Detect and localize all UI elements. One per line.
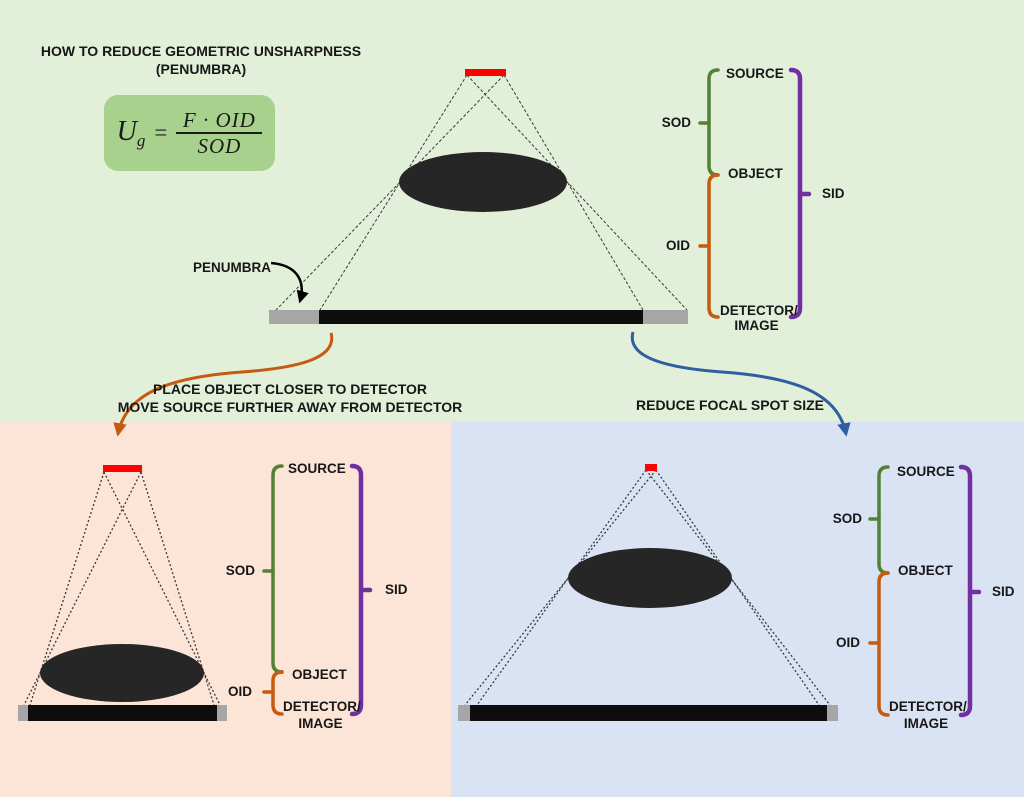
top-detector-label-line2: IMAGE [734,318,779,333]
left-focal-spot-source [103,465,142,472]
title-line-2: (PENUMBRA) [155,61,247,77]
left-oid-label: OID [227,684,252,699]
formula-numerator: F · OID [182,108,256,132]
left-beam-rays [23,471,221,706]
left-instruction-text: PLACE OBJECT CLOSER TO DETECTOR MOVE SOU… [90,381,490,416]
formula-denominator: SOD [197,134,242,158]
left-sid-label: SID [385,582,408,597]
formula-equals: = [154,120,168,145]
penumbra-pointer-arrow [270,261,309,304]
left-detector-bar [28,705,217,721]
right-instruction-text: REDUCE FOCAL SPOT SIZE [610,397,850,415]
right-sod-label: SOD [832,511,862,526]
top-xray-diagram [269,67,812,324]
formula-fraction-bar [176,132,263,134]
left-sod-label: SOD [225,563,255,578]
left-panel-background [0,421,451,797]
penumbra-label: PENUMBRA [193,260,272,275]
right-xray-diagram [458,464,982,721]
left-object-label: OBJECT [292,667,347,682]
right-detector-label-line2: IMAGE [903,716,949,731]
right-focal-spot-source [645,464,657,471]
top-sid-label: SID [822,186,845,201]
left-instruction-line1: PLACE OBJECT CLOSER TO DETECTOR [152,381,428,397]
top-beam-rays [275,74,688,311]
left-detector-label-line1: DETECTOR/ [283,699,361,714]
right-object-ellipse [568,548,732,608]
right-source-label: SOURCE [897,464,955,479]
formula-lhs: Ug [117,116,146,151]
top-source-label: SOURCE [726,66,784,81]
top-object-ellipse [399,152,567,212]
left-xray-diagram [18,463,373,721]
formula-fraction: F · OID SOD [176,108,263,158]
left-instruction-line2: MOVE SOURCE FURTHER AWAY FROM DETECTOR [117,398,463,415]
right-sid-label: SID [992,584,1015,599]
top-focal-spot-source [465,69,506,76]
formula-subscript: g [136,130,146,150]
page-title: HOW TO REDUCE GEOMETRIC UNSHARPNESS (PEN… [21,42,381,78]
left-source-label: SOURCE [288,461,346,476]
title-line-1: HOW TO REDUCE GEOMETRIC UNSHARPNESS [40,43,362,59]
right-beam-rays [464,469,831,706]
top-detector-bar [319,310,643,324]
right-instruction-line: REDUCE FOCAL SPOT SIZE [636,397,824,413]
object-closer-curved-arrow [113,332,334,437]
top-object-label: OBJECT [728,166,783,181]
right-panel-background [451,421,1024,797]
top-detector-label-line1: DETECTOR/ [720,303,798,318]
left-detector-label-line2: IMAGE [298,716,343,731]
right-detector-bar [470,705,827,721]
geometric-unsharpness-formula: Ug = F · OID SOD [104,95,275,171]
top-sod-label: SOD [661,115,691,130]
left-object-ellipse [40,644,204,702]
focal-spot-curved-arrow [630,331,851,437]
top-oid-label: OID [665,238,690,253]
right-detector-label-line1: DETECTOR/ [889,699,967,714]
right-object-label: OBJECT [898,563,953,578]
formula-variable: U [116,115,137,147]
top-panel-background [0,0,1024,421]
right-oid-label: OID [835,635,860,650]
